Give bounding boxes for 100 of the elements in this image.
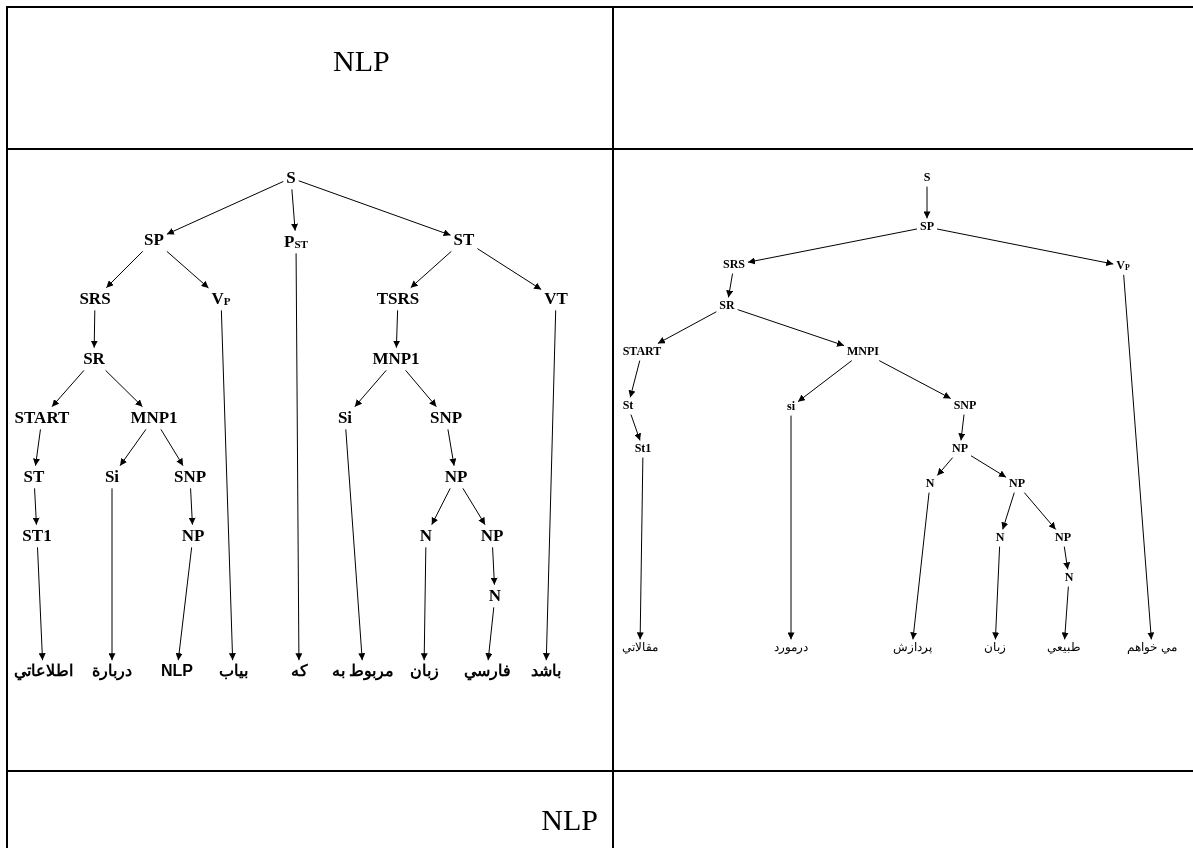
tree-node-label: MNPI — [847, 345, 879, 359]
tree-node-label: N — [925, 477, 935, 491]
word-label: زبان — [984, 641, 1006, 655]
tree-node-label: N — [419, 526, 433, 546]
word-label: مربوط به — [331, 662, 395, 680]
word-label: NLP — [161, 662, 193, 680]
tree-arrow — [90, 309, 98, 349]
tree-node-label: SRS — [79, 289, 111, 309]
tree-arrow — [747, 228, 918, 265]
tree-arrow — [410, 250, 452, 289]
tree-arrow — [970, 455, 1007, 478]
tree-arrow — [295, 252, 303, 661]
tree-node-label: NP — [444, 467, 468, 487]
heading-text: NLP — [333, 46, 390, 76]
tree-arrow — [1001, 492, 1015, 530]
tree-arrow — [345, 428, 366, 661]
tree-arrow — [298, 180, 452, 237]
tree-arrow — [1023, 492, 1057, 530]
tree-arrow — [787, 415, 795, 640]
tree-node-label: V$_{P}$ — [211, 289, 231, 309]
tree-node-label: St1 — [634, 442, 652, 456]
tree-arrow — [160, 428, 184, 467]
tree-node-label: SP — [920, 220, 934, 234]
tree-node-label: SRS — [723, 258, 745, 272]
tree-node-label: N — [488, 586, 502, 606]
tree-arrow — [628, 360, 641, 398]
tree-arrow — [878, 360, 952, 399]
word-label: اطلاعاتي — [13, 662, 73, 680]
tree-arrow — [923, 186, 931, 219]
tree-arrow — [108, 487, 116, 661]
word-label: پردازش — [892, 641, 932, 655]
tree-node-label: SNP — [429, 408, 463, 428]
tree-node-label: N — [1064, 571, 1074, 585]
tree-arrow — [220, 309, 236, 661]
tree-node-label: SNP — [953, 399, 977, 413]
word-label: باشد — [531, 662, 561, 680]
tree-node-label: ST1 — [22, 526, 52, 546]
word-label: بياب — [218, 662, 248, 680]
tree-node-label: MNP1 — [372, 349, 420, 369]
tree-node-label: Si — [337, 408, 353, 428]
tree-node-label: ST — [23, 467, 45, 487]
tree-arrow — [485, 606, 495, 661]
tree-arrow — [393, 309, 401, 349]
tree-arrow — [657, 311, 717, 344]
tree-node-label: TSRS — [376, 289, 420, 309]
tree-arrow — [726, 273, 734, 298]
tree-arrow — [105, 369, 143, 408]
tree-arrow — [166, 250, 209, 289]
tree-node-label: S — [923, 171, 931, 185]
tree-arrow — [119, 428, 147, 467]
tree-arrow — [630, 414, 641, 441]
tree-arrow — [1123, 274, 1155, 640]
word-label: درمورد — [774, 641, 808, 655]
tree-arrow — [1061, 586, 1069, 640]
tree-node-label: P$_{ST}$ — [284, 232, 308, 252]
tree-node-label: NP — [181, 526, 205, 546]
tree-arrow — [32, 487, 40, 526]
tree-node-label: St — [622, 399, 634, 413]
tree-arrow — [33, 428, 41, 467]
tree-arrow — [797, 360, 853, 403]
tree-arrow — [291, 188, 299, 232]
tree-arrow — [37, 546, 46, 661]
tree-node-label: Si — [104, 467, 120, 487]
tree-node-label: ST — [453, 230, 475, 250]
tree-arrow — [420, 546, 428, 661]
tree-node-label: N — [995, 531, 1005, 545]
tree-arrow — [636, 457, 644, 640]
tree-node-label: V$_{P}$ — [1116, 259, 1130, 273]
tree-node-label: SR — [83, 349, 105, 369]
tree-arrow — [992, 546, 1001, 640]
tree-arrow — [737, 309, 845, 347]
word-label: كه — [290, 662, 308, 680]
tree-node-label: SNP — [173, 467, 207, 487]
tree-node-label: VT — [544, 289, 568, 309]
tree-arrow — [405, 369, 437, 408]
tree-arrow — [105, 250, 144, 289]
tree-node-label: SP — [144, 230, 164, 250]
tree-node-label: SR — [719, 299, 735, 313]
tree-arrow — [462, 487, 486, 526]
tree-arrow — [1063, 546, 1071, 570]
word-label: مي خواهم — [1127, 641, 1177, 655]
tree-arrow — [166, 181, 284, 235]
tree-node-label: START — [622, 345, 662, 359]
caption-text: NLP — [541, 805, 598, 835]
tree-arrow — [188, 487, 196, 526]
word-label: مقالاتي — [622, 641, 658, 655]
tree-arrow — [447, 428, 457, 467]
word-label: طبيعي — [1047, 641, 1081, 655]
tree-arrow — [543, 309, 557, 661]
tree-arrow — [490, 546, 498, 586]
tree-node-label: NP — [480, 526, 504, 546]
tree-node-label: si — [787, 400, 795, 414]
tree-arrow — [910, 492, 930, 640]
tree-arrow — [958, 414, 966, 441]
tree-node-label: MNP1 — [130, 408, 178, 428]
tree-arrow — [431, 487, 451, 526]
tree-arrow — [175, 546, 193, 661]
tree-node-label: START — [14, 408, 70, 428]
tree-arrow — [51, 369, 85, 408]
tree-arrow — [936, 228, 1114, 267]
